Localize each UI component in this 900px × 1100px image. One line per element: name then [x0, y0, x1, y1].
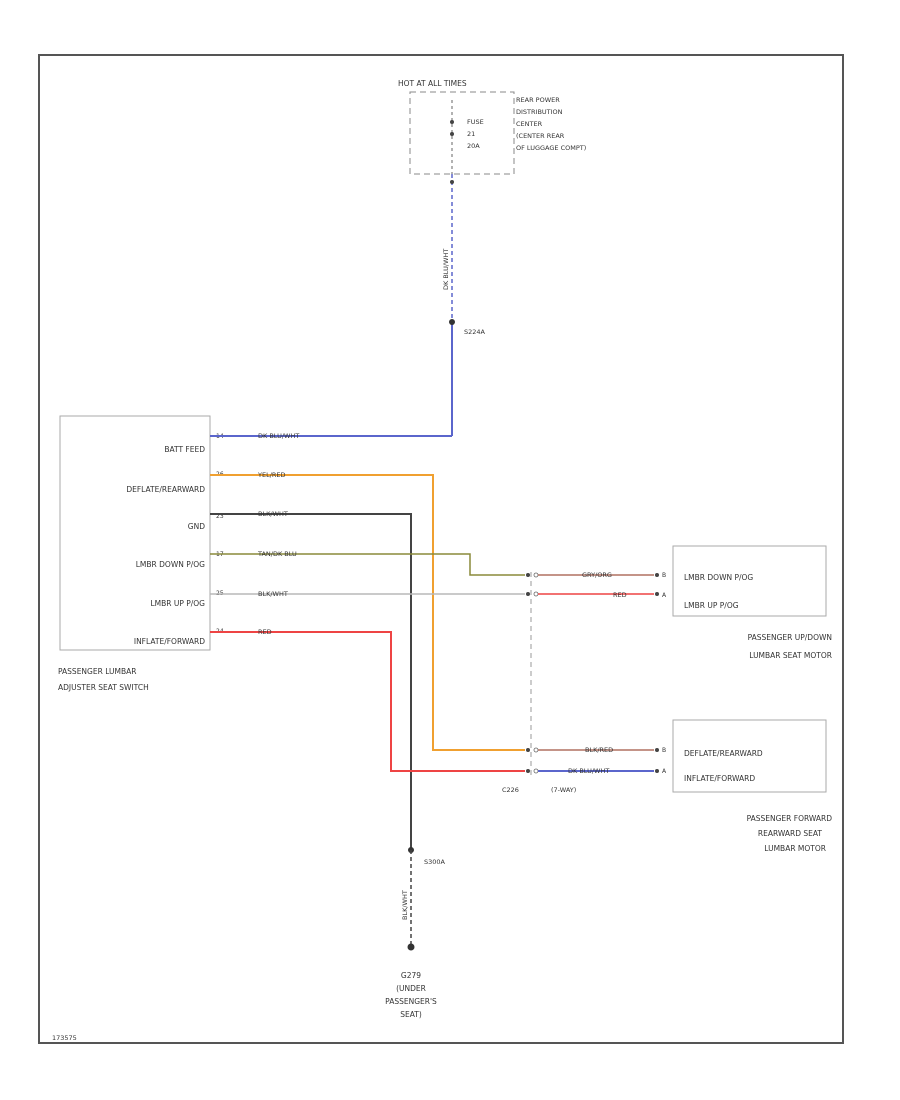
rear-power-distribution-center: HOT AT ALL TIMES FUSE 21 20A REAR POWER … [398, 79, 586, 175]
fwd-label-deflate: DEFLATE/REARWARD [684, 749, 763, 758]
wire-inflate [210, 631, 525, 772]
switch-pin-label-deflate: DEFLATE/REARWARD [126, 485, 205, 494]
feed-terminal [450, 180, 454, 184]
updown-pin-b: B [662, 572, 666, 579]
updown-motor-name-line-2: LUMBAR SEAT MOTOR [749, 651, 832, 660]
figure-id: 173575 [52, 1034, 77, 1042]
updown-pin-a-dot [655, 592, 659, 596]
switch-name-line-1: PASSENGER LUMBAR [58, 667, 136, 676]
wire-gnd [210, 513, 412, 848]
lumbar-adjuster-seat-switch: BATT FEED DEFLATE/REARWARD GND LMBR DOWN… [58, 415, 211, 692]
updown-pin-a: A [662, 592, 667, 599]
fwd-motor-name-line-1: PASSENGER FORWARD [747, 814, 833, 823]
wire-deflate-color: YEL/RED [257, 471, 286, 479]
switch-pin-label-inflate: INFLATE/FORWARD [134, 637, 205, 646]
wire-lmbr-down-color: TAN/DK BLU [257, 550, 297, 558]
ground-name-line-3: PASSENGER'S [385, 997, 437, 1006]
fuse-rating: 20A [467, 142, 480, 150]
ground-name-line-2: (UNDER [396, 984, 426, 993]
rpdc-name-line-3: CENTER [516, 120, 543, 128]
c226-terminal-1 [526, 573, 530, 577]
switch-wires: DK BLU/WHT YEL/RED BLK/WHT TAN/DK BLU BL… [210, 432, 525, 848]
c226-terminal-4 [526, 769, 530, 773]
switch-name-line-2: ADJUSTER SEAT SWITCH [58, 683, 149, 692]
wire-lmbr-up-color: BLK/WHT [258, 590, 288, 598]
c226-socket-2 [533, 591, 539, 597]
fuse-number: 21 [467, 130, 475, 138]
fuse-terminal-top [450, 120, 454, 124]
fwd-motor-name-line-3: LUMBAR MOTOR [764, 844, 826, 853]
fwd-pin-a-dot [655, 769, 659, 773]
c226-socket-3 [533, 747, 539, 753]
fwd-pin-b: B [662, 747, 666, 754]
wire-batt-feed-color: DK BLU/WHT [258, 432, 299, 440]
fuse-terminal-bottom [450, 132, 454, 136]
wire-gry-org-color: GRY/ORG [582, 571, 612, 579]
ground-circuit: S300A BLK/WHT G279 (UNDER PASSENGER'S SE… [385, 847, 446, 1019]
updown-motor-outline [672, 545, 827, 617]
splice-s224a-dot [449, 319, 455, 325]
rpdc-name-line-5: OF LUGGAGE COMPT) [516, 144, 586, 152]
updown-motor-name-line-1: PASSENGER UP/DOWN [748, 633, 832, 642]
splice-s300a-label: S300A [424, 858, 446, 866]
c226-socket-1 [533, 572, 539, 578]
switch-pin-label-lmbr-down: LMBR DOWN P/OG [136, 560, 205, 569]
wire-deflate [210, 474, 525, 751]
rpdc-name-line-2: DISTRIBUTION [516, 108, 563, 116]
wire-dk-blu-wht-color: DK BLU/WHT [568, 767, 609, 775]
feed-wire-color: DK BLU/WHT [442, 249, 450, 290]
diagram-frame [38, 54, 844, 1044]
connector-c226: C226 (7-WAY) [502, 572, 576, 794]
ground-name-line-1: G279 [401, 971, 421, 980]
updown-lumbar-seat-motor: B A LMBR DOWN P/OG LMBR UP P/OG PASSENGE… [655, 545, 832, 660]
switch-pin-label-lmbr-up: LMBR UP P/OG [150, 599, 205, 608]
wire-blk-red-color: BLK/RED [585, 746, 613, 754]
ground-g279-dot [407, 943, 415, 951]
fwd-motor-name-line-2: REARWARD SEAT [758, 829, 823, 838]
updown-label-lmbr-up: LMBR UP P/OG [684, 601, 739, 610]
wire-lmbr-down [210, 553, 525, 576]
fwd-label-inflate: INFLATE/FORWARD [684, 774, 755, 783]
switch-pin-label-gnd: GND [188, 522, 205, 531]
rpdc-outline [409, 91, 515, 175]
ground-name-line-4: SEAT) [400, 1010, 422, 1019]
motor-wires: GRY/ORG RED BLK/RED DK BLU/WHT [538, 571, 654, 775]
splice-s224a-label: S224A [464, 328, 486, 336]
fwd-pin-b-dot [655, 748, 659, 752]
wire-inflate-color: RED [258, 628, 272, 636]
wire-gnd-color: BLK/WHT [258, 510, 288, 518]
hot-at-all-times-label: HOT AT ALL TIMES [398, 79, 467, 88]
connector-7way-label: (7-WAY) [551, 786, 576, 794]
fuse-label: FUSE [467, 118, 484, 126]
switch-pin-label-batt-feed: BATT FEED [164, 445, 205, 454]
switch-pin-numbers: 14 26 23 17 25 24 [216, 433, 224, 635]
fwd-motor-outline [672, 719, 827, 793]
rpdc-name-line-4: (CENTER REAR [516, 132, 565, 140]
updown-pin-b-dot [655, 573, 659, 577]
updown-label-lmbr-down: LMBR DOWN P/OG [684, 573, 753, 582]
wire-updown-red-color: RED [613, 591, 627, 599]
fwd-pin-a: A [662, 768, 667, 775]
c226-socket-4 [533, 768, 539, 774]
rpdc-name-line-1: REAR POWER [516, 96, 560, 104]
ground-wire-color: BLK/WHT [401, 890, 409, 920]
connector-c226-label: C226 [502, 786, 519, 794]
c226-terminal-3 [526, 748, 530, 752]
switch-outline [59, 415, 211, 651]
forward-rearward-lumbar-motor: B A DEFLATE/REARWARD INFLATE/FORWARD PAS… [655, 719, 833, 853]
c226-terminal-2 [526, 592, 530, 596]
feed-wire: DK BLU/WHT S224A [442, 174, 486, 436]
switch-pin-23: 23 [216, 513, 224, 520]
